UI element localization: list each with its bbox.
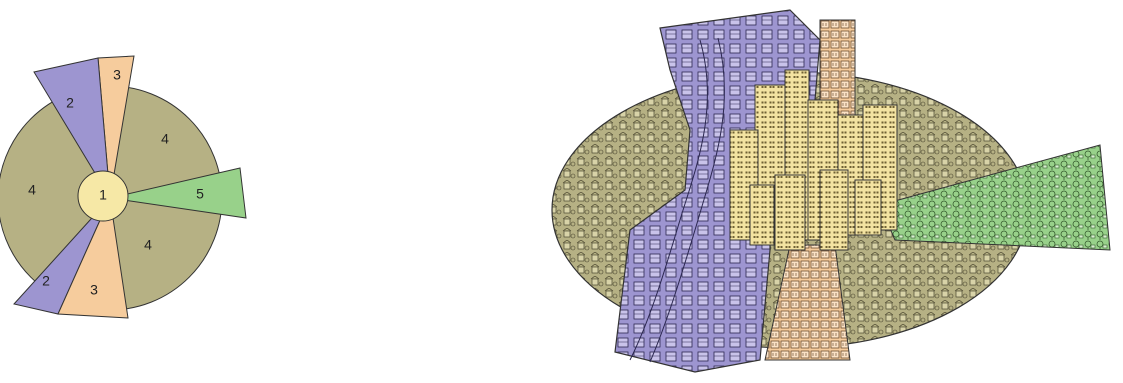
zone-4-upper-label: 4 bbox=[161, 131, 169, 147]
city-illustration bbox=[520, 0, 1120, 383]
zone-4-left-label: 4 bbox=[28, 182, 36, 198]
zone-3-lower-label: 3 bbox=[90, 282, 98, 298]
zone-4-lower-label: 4 bbox=[144, 237, 152, 253]
zone-2-upper-label: 2 bbox=[66, 95, 74, 111]
sector-model-diagram: 1 2 2 3 3 4 4 4 5 bbox=[0, 0, 270, 383]
zone-3-upper-label: 3 bbox=[113, 67, 121, 83]
zone-1-label: 1 bbox=[99, 187, 107, 203]
zone-2-lower-label: 2 bbox=[42, 273, 50, 289]
zone-5-label: 5 bbox=[196, 186, 204, 202]
